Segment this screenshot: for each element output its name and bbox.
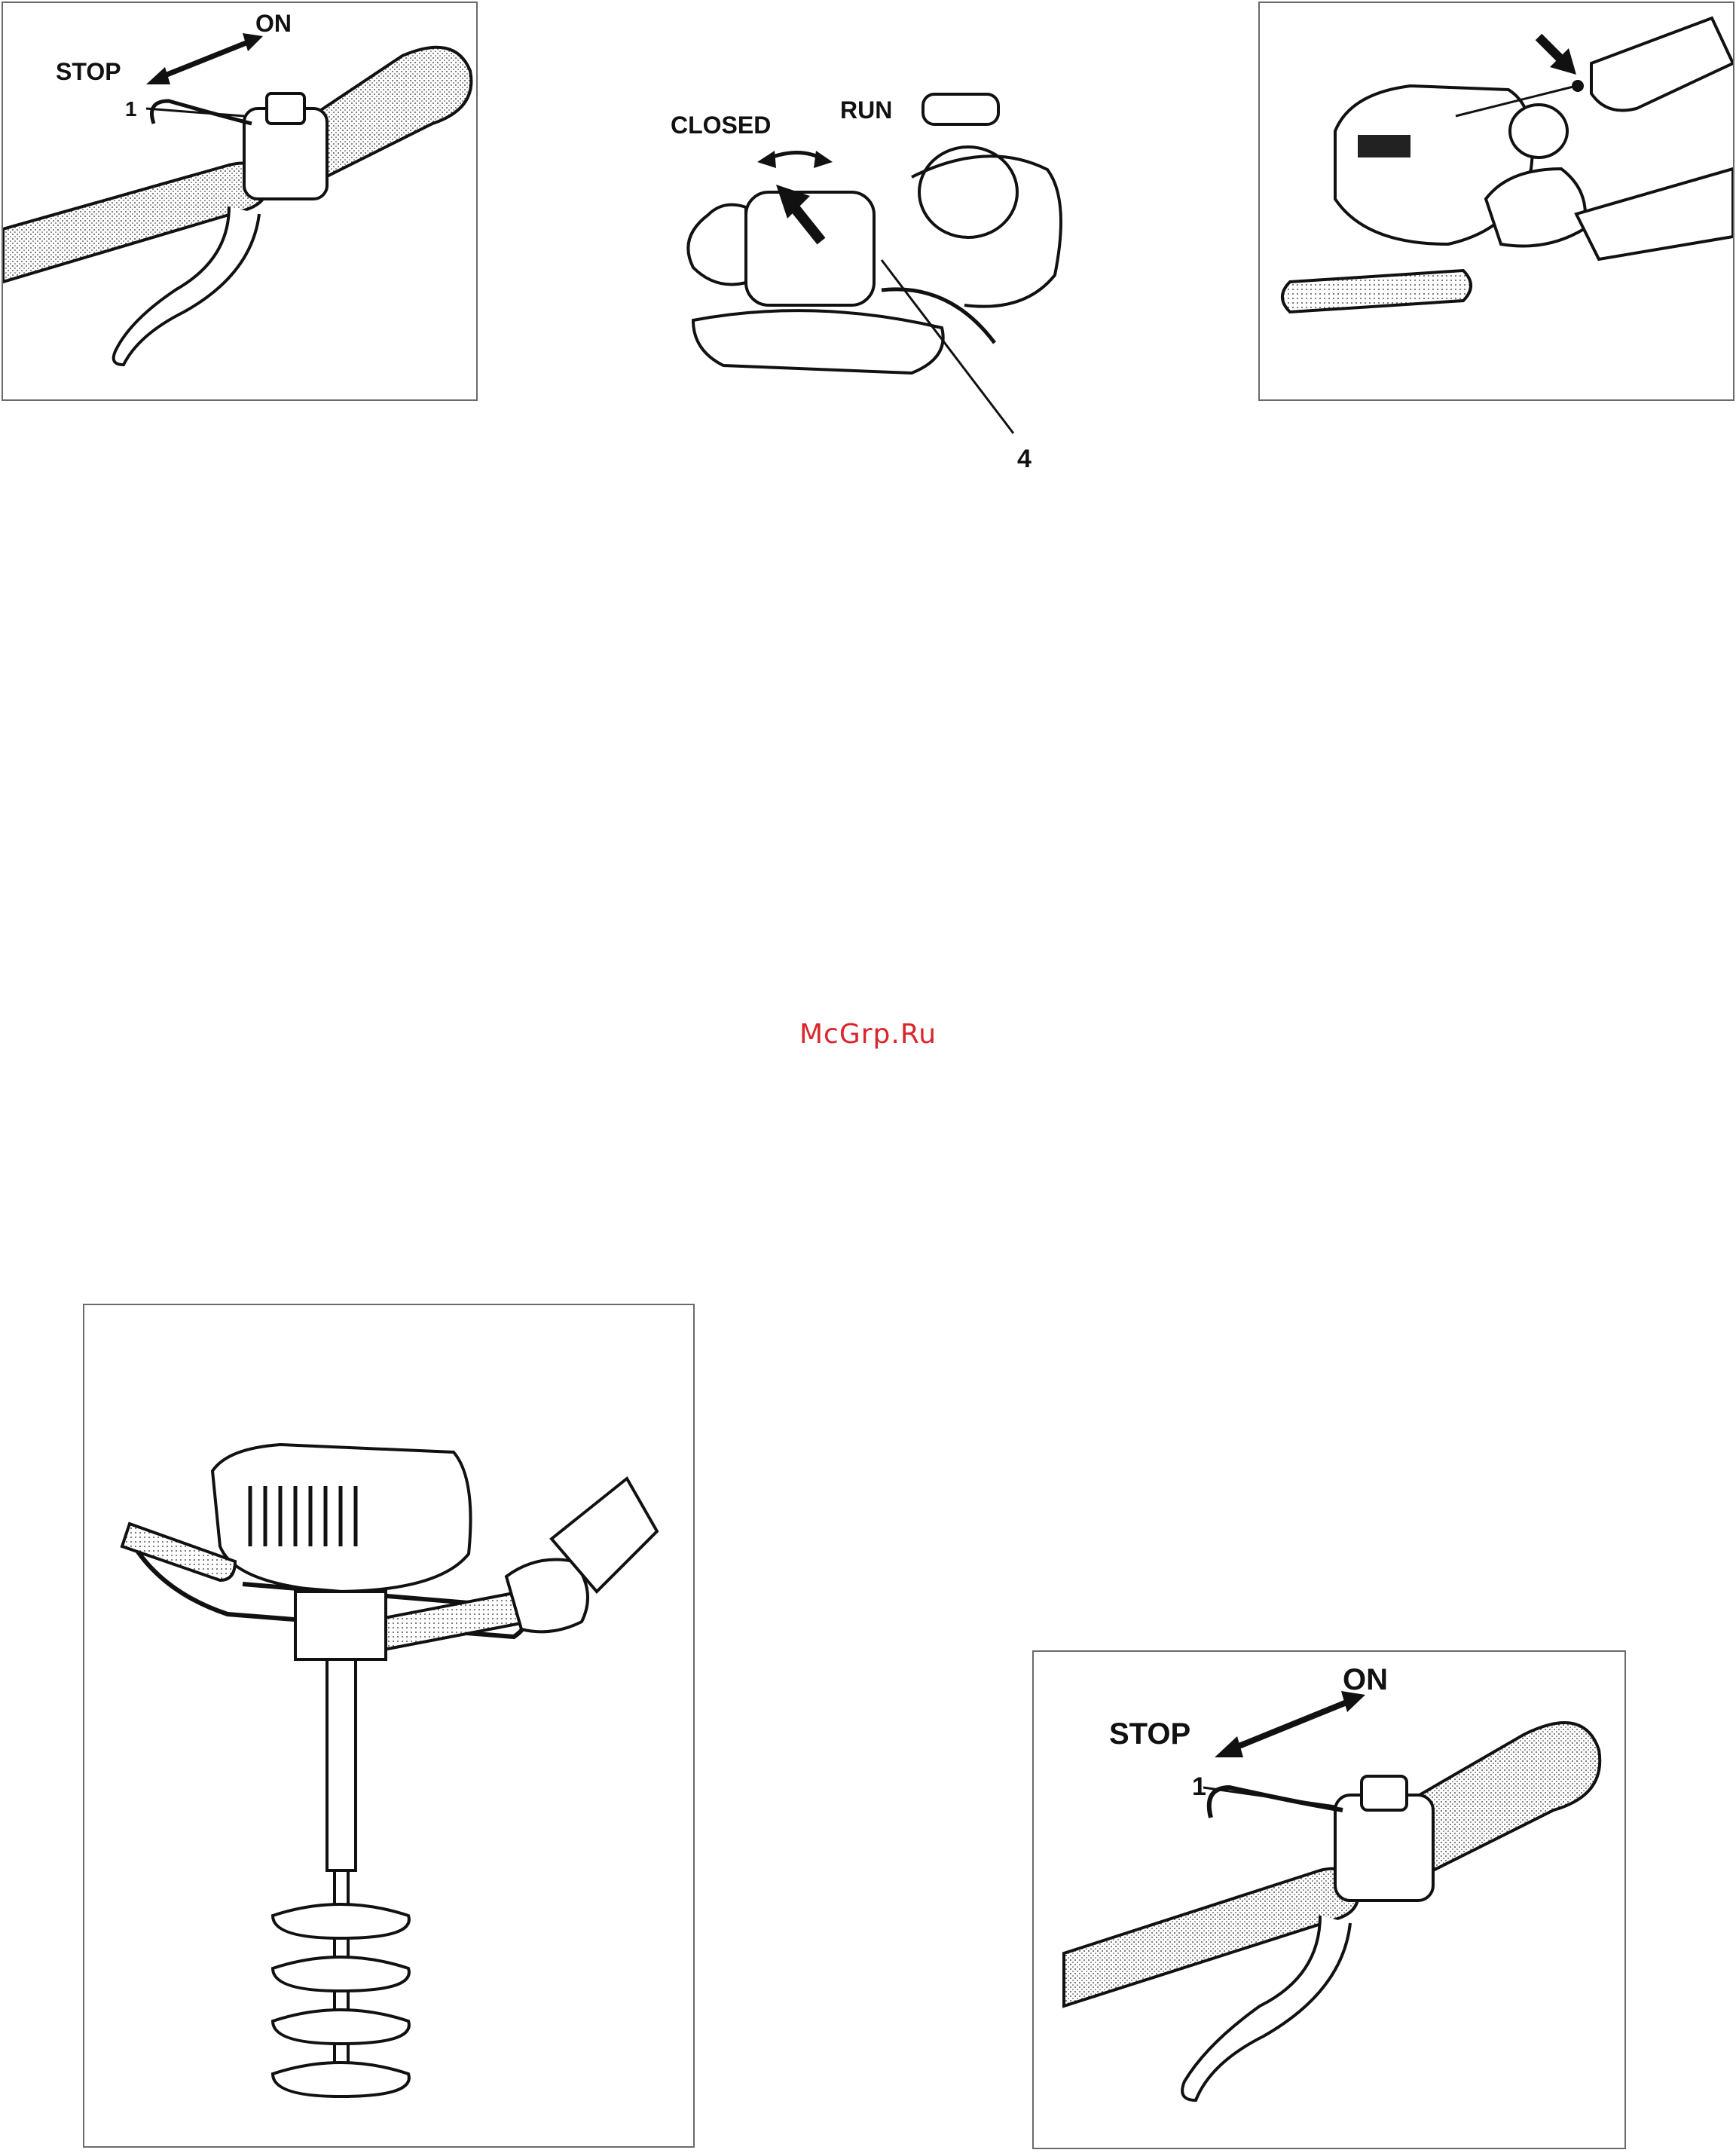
fuel-figure: CLOSED RUN 4 (663, 87, 1085, 479)
callout-number: 1 (1192, 1772, 1206, 1801)
switch-illustration: ON STOP 1 (3, 3, 476, 399)
starter-illustration (1260, 3, 1733, 399)
switch-figure-top: ON STOP 1 (2, 2, 478, 401)
fuel-illustration: CLOSED RUN 4 (663, 87, 1085, 479)
callout-number: 4 (1017, 445, 1032, 473)
stop-label: STOP (56, 58, 121, 85)
switch-illustration-large: ON STOP 1 (1034, 1652, 1624, 2148)
closed-label: CLOSED (671, 112, 771, 139)
watermark: McGrp.Ru (0, 1019, 1736, 1050)
stop-label: STOP (1109, 1717, 1190, 1751)
run-label: RUN (840, 96, 892, 124)
on-label: ON (255, 10, 292, 37)
auger-figure (83, 1304, 695, 2148)
callout-number: 1 (125, 97, 137, 121)
switch-figure-bottom: ON STOP 1 (1032, 1650, 1626, 2149)
on-label: ON (1343, 1663, 1388, 1696)
starter-figure (1258, 2, 1734, 401)
auger-illustration (84, 1305, 693, 2146)
